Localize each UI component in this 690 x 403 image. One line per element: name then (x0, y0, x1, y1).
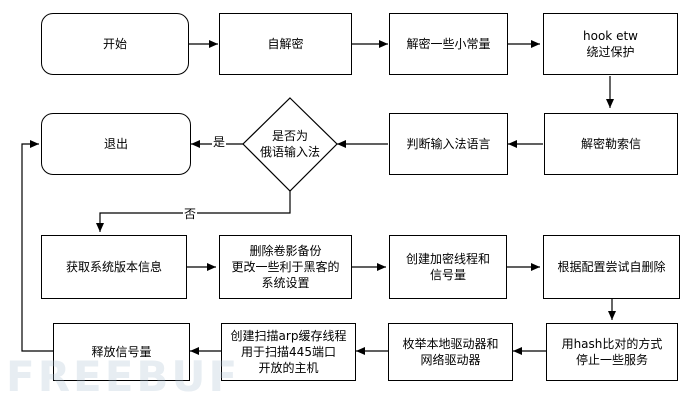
exit-label: 退出 (103, 137, 128, 151)
delete-shadow-node: 删除卷影备份 更改一些利于黑客的 系统设置 (219, 235, 352, 299)
self-decrypt-node: 自解密 (219, 13, 352, 75)
decrypt-strings-label: 解密一些小常量 (406, 37, 491, 51)
delete-shadow-label: 删除卷影备份 更改一些利于黑客的 系统设置 (231, 244, 340, 290)
exit-node: 退出 (41, 113, 191, 175)
get-version-label: 获取系统版本信息 (65, 260, 162, 274)
self-delete-node: 根据配置尝试自删除 (543, 235, 680, 299)
decision-diamond (242, 97, 338, 192)
stop-services-label: 用hash比对的方式 停止一些服务 (561, 337, 663, 367)
arp-scan-node: 创建扫描arp缓存线程 用于扫描445端口 开放的主机 (221, 323, 356, 381)
self-decrypt-label: 自解密 (267, 37, 304, 51)
no-label: 否 (183, 205, 198, 222)
release-semaphore-node: 释放信号量 (53, 323, 190, 381)
enum-drives-label: 枚举本地驱动器和 网络驱动器 (402, 337, 499, 367)
start-node: 开始 (41, 13, 189, 75)
detect-lang-node: 判断输入法语言 (389, 113, 508, 175)
decrypt-strings-node: 解密一些小常量 (389, 13, 508, 75)
hook-etw-label: hook etw 绕过保护 (583, 29, 638, 59)
edge-release-to-exit (21, 140, 53, 352)
arp-scan-label: 创建扫描arp缓存线程 用于扫描445端口 开放的主机 (230, 329, 347, 375)
ransom-note-node: 解密勒索信 (544, 113, 678, 175)
start-label: 开始 (102, 37, 127, 51)
lang-check-label: 是否为 俄语输入法 (259, 129, 320, 159)
detect-lang-label: 判断输入法语言 (406, 137, 491, 151)
hook-etw-node: hook etw 绕过保护 (543, 13, 678, 75)
watermark-logo: FREEBUF (6, 352, 241, 401)
stop-services-node: 用hash比对的方式 停止一些服务 (546, 323, 678, 381)
release-semaphore-label: 释放信号量 (91, 345, 152, 359)
get-version-node: 获取系统版本信息 (41, 235, 187, 299)
enum-drives-node: 枚举本地驱动器和 网络驱动器 (388, 323, 513, 381)
ransom-note-label: 解密勒索信 (580, 137, 641, 151)
self-delete-label: 根据配置尝试自删除 (557, 260, 666, 274)
create-threads-label: 创建加密线程和 信号量 (405, 252, 490, 282)
create-threads-node: 创建加密线程和 信号量 (389, 235, 507, 299)
yes-label: 是 (212, 133, 227, 150)
